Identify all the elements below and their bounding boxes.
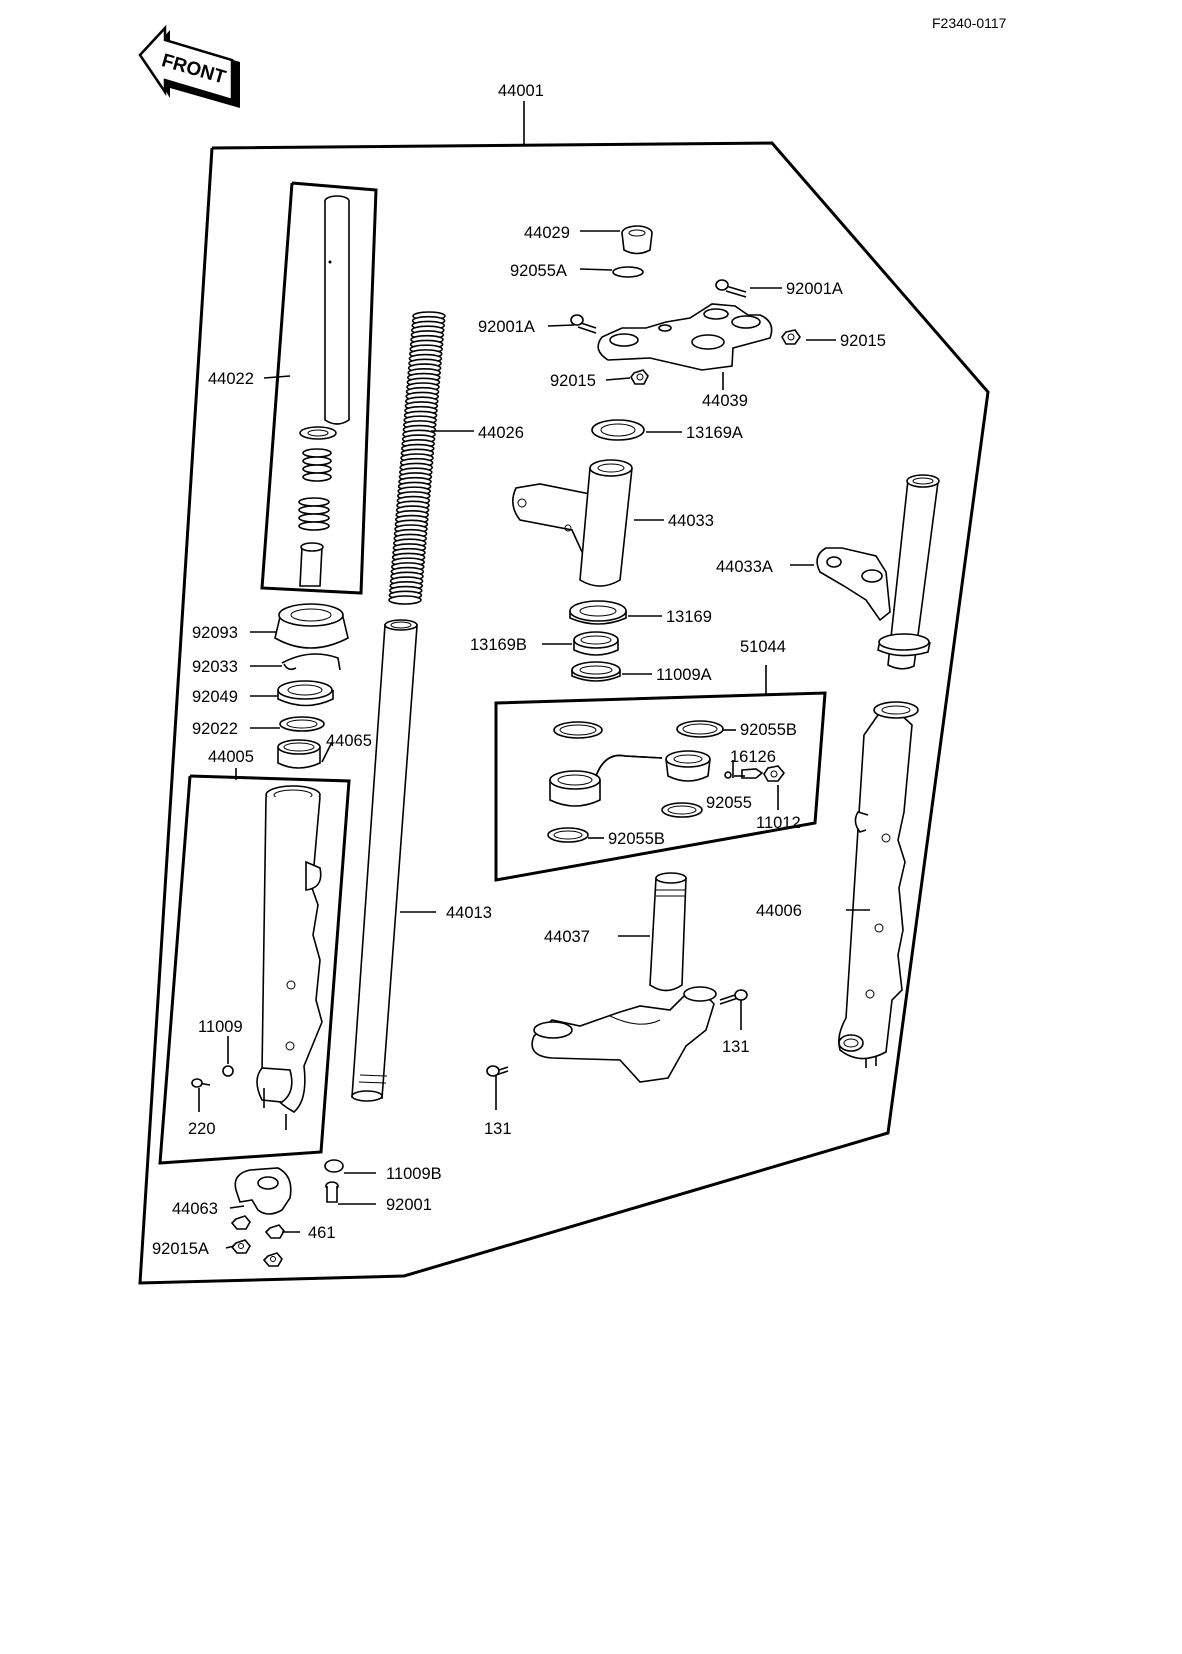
fork-spring xyxy=(388,311,446,605)
inner-tube xyxy=(351,619,418,1102)
label-92015-left: 92015 xyxy=(550,372,596,390)
spring-coil xyxy=(388,595,422,605)
nut-92015-left xyxy=(630,369,649,385)
label-44033A: 44033A xyxy=(716,558,773,576)
seal-stack xyxy=(274,603,349,769)
box-44005 xyxy=(158,774,351,1165)
label-13169: 13169 xyxy=(666,608,712,626)
part-labels: 44001 44022 44026 44029 92055A 92001A 92… xyxy=(152,82,886,1258)
label-44013: 44013 xyxy=(446,904,492,922)
label-44029: 44029 xyxy=(524,224,570,242)
axle-clamp xyxy=(234,1167,292,1215)
o-ring-92055A xyxy=(612,266,644,278)
bolt-92001A-top xyxy=(715,279,747,298)
box-51044 xyxy=(494,691,827,882)
label-44026: 44026 xyxy=(478,424,524,442)
label-51044: 51044 xyxy=(740,638,786,656)
label-220: 220 xyxy=(188,1120,216,1138)
label-44037: 44037 xyxy=(544,928,590,946)
assembly-outline xyxy=(138,141,990,1285)
headlight-bracket-left xyxy=(512,459,633,587)
label-131-left: 131 xyxy=(484,1120,512,1138)
nut-92015-right xyxy=(781,329,801,345)
label-44065: 44065 xyxy=(326,732,372,750)
label-44063: 44063 xyxy=(172,1200,218,1218)
damper-rod-assembly xyxy=(298,195,350,587)
label-92022: 92022 xyxy=(192,720,238,738)
label-92055B-top: 92055B xyxy=(740,721,797,739)
label-44033: 44033 xyxy=(668,512,714,530)
right-outer-tube xyxy=(838,701,919,1068)
left-outer-tube xyxy=(256,785,323,1130)
upper-bracket xyxy=(597,303,773,371)
steering-stem xyxy=(531,872,717,1083)
bolt-131-left xyxy=(486,1065,509,1077)
label-92001: 92001 xyxy=(386,1196,432,1214)
label-92049: 92049 xyxy=(192,688,238,706)
front-arrow-icon: FRONT xyxy=(138,24,240,108)
headlight-bracket-right xyxy=(816,547,891,622)
label-92055B-bottom: 92055B xyxy=(608,830,665,848)
fork-cap-bolt xyxy=(621,225,653,255)
label-44022: 44022 xyxy=(208,370,254,388)
label-13169B: 13169B xyxy=(470,636,527,654)
bolt-131-right xyxy=(719,989,748,1005)
label-92001A-top: 92001A xyxy=(786,280,843,298)
box-44022 xyxy=(260,181,378,595)
washer-11009B xyxy=(324,1159,344,1173)
label-461: 461 xyxy=(308,1224,336,1242)
label-11012: 11012 xyxy=(756,814,801,832)
label-92055A: 92055A xyxy=(510,262,567,280)
seal-11009A xyxy=(571,661,621,682)
label-131-right: 131 xyxy=(722,1038,750,1056)
drain-bolt-220 xyxy=(191,1078,211,1088)
label-11009B: 11009B xyxy=(386,1165,442,1183)
label-44005: 44005 xyxy=(208,748,254,766)
label-13169A: 13169A xyxy=(686,424,743,442)
right-inner-tube xyxy=(877,474,940,670)
label-92001A-left: 92001A xyxy=(478,318,535,336)
race-13169B xyxy=(573,631,619,656)
diagram-code: F2340-0117 xyxy=(932,15,1007,31)
label-44039: 44039 xyxy=(702,392,748,410)
nut-461-set xyxy=(230,1215,285,1267)
bolt-92001A-left xyxy=(570,314,597,334)
label-92093: 92093 xyxy=(192,624,238,642)
label-16126: 16126 xyxy=(730,748,776,766)
label-44001: 44001 xyxy=(498,82,544,100)
label-44006: 44006 xyxy=(756,902,802,920)
stud-92001 xyxy=(325,1181,339,1203)
label-92055: 92055 xyxy=(706,794,752,812)
washer-11009 xyxy=(222,1065,234,1077)
label-92015A: 92015A xyxy=(152,1240,209,1258)
anti-dive-kit xyxy=(547,720,786,843)
bearing-13169 xyxy=(569,600,627,625)
leader-lines xyxy=(198,230,870,1249)
label-11009A: 11009A xyxy=(656,666,712,684)
bearing-13169A xyxy=(591,419,645,441)
label-92033: 92033 xyxy=(192,658,238,676)
label-92015-right: 92015 xyxy=(840,332,886,350)
label-11009: 11009 xyxy=(198,1018,243,1036)
